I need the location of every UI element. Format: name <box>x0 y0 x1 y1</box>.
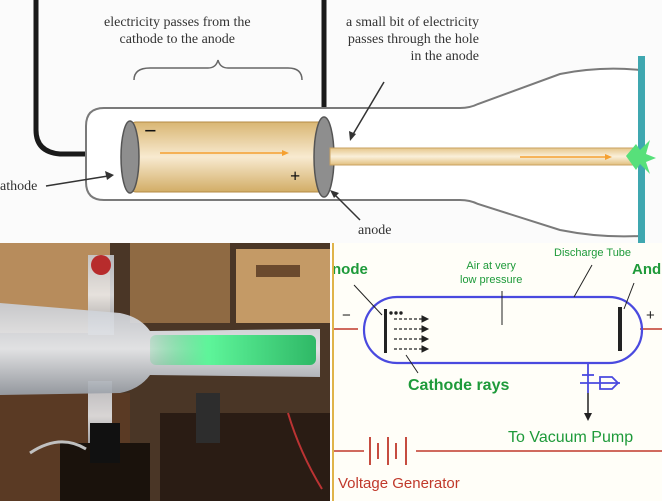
photo-drawing <box>0 243 330 501</box>
flow-label: electricity passes from the cathode to t… <box>104 15 251 47</box>
plus-sign: + <box>290 166 301 186</box>
schematic-minus-sign: − <box>342 307 351 324</box>
flow-brace <box>133 59 303 81</box>
schematic-drawing <box>334 264 662 465</box>
top-diagram-drawing <box>33 0 656 243</box>
discharge-tube-schematic: node Discharge Tube And Air at very low … <box>332 243 662 501</box>
voltage-generator-label: Voltage Generator <box>338 475 460 492</box>
cathode-wire <box>33 0 122 157</box>
anode-partial-label: And <box>632 261 662 278</box>
discharge-tube-outline <box>362 295 644 365</box>
cathode-plate <box>384 309 387 353</box>
anode-plate <box>618 307 622 351</box>
schematic-plus-sign: + <box>646 307 655 324</box>
cathode-rays-label: Cathode rays <box>408 377 510 394</box>
impact-glow <box>626 140 656 174</box>
anode-label: anode <box>358 223 392 238</box>
voltage-generator-symbol <box>369 437 407 465</box>
cathode-disk <box>120 120 140 194</box>
top-cathode-diagram: electricity passes from the cathode to t… <box>0 0 662 243</box>
cathode-ray-arrows <box>389 311 430 353</box>
vacuum-valve <box>580 363 620 393</box>
green-beam <box>150 335 316 365</box>
hole-label: a small bit of electricity passes throug… <box>346 15 479 64</box>
cathode-label: athode <box>0 179 38 194</box>
discharge-tube-label: Discharge Tube <box>554 247 632 259</box>
vacuum-pump-label: To Vacuum Pump <box>508 429 634 446</box>
air-pressure-label: Air at very low pressure <box>460 260 523 286</box>
minus-sign: − <box>144 118 157 143</box>
cathode-ray-tube-photo <box>0 243 330 501</box>
cathode-partial-label: node <box>332 261 368 278</box>
